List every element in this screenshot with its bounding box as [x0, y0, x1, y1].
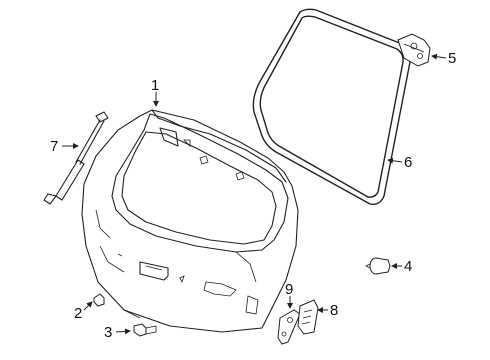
leader-3 [115, 328, 131, 335]
hinge-part [397, 33, 431, 67]
callout-6: 6 [404, 154, 412, 171]
bumper-stop-part [93, 293, 105, 307]
callout-5: 5 [448, 50, 456, 67]
stop-cushion-part [365, 257, 391, 275]
bolt-part [133, 323, 157, 337]
callout-9: 9 [285, 281, 293, 298]
callout-4: 4 [404, 258, 412, 275]
leader-6 [387, 157, 403, 164]
bracket-part [277, 309, 301, 345]
leader-5 [431, 53, 447, 60]
lift-support-strut [43, 111, 109, 205]
callout-1: 1 [151, 77, 159, 94]
callout-8: 8 [330, 302, 338, 319]
weatherstrip-seal [252, 8, 412, 206]
striker-guide-part [297, 299, 319, 335]
callout-2: 2 [74, 305, 82, 322]
callout-7: 7 [50, 138, 58, 155]
callout-3: 3 [104, 324, 112, 341]
liftgate-panel [81, 109, 299, 333]
leader-2 [83, 301, 93, 311]
